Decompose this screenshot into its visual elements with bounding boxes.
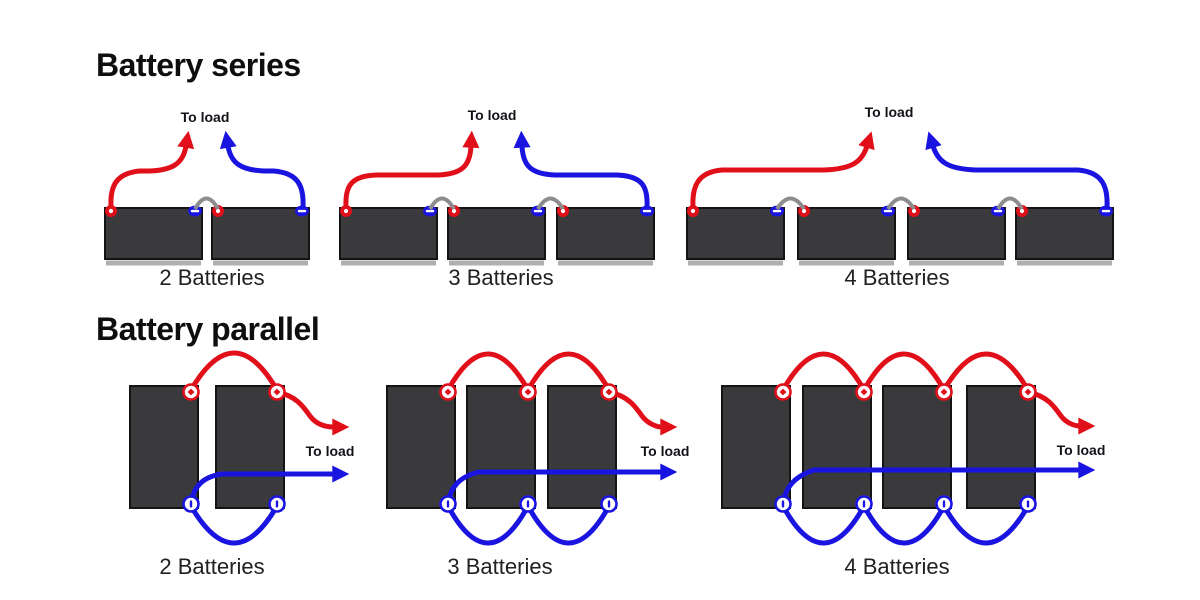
to-load-label: To load: [640, 443, 690, 459]
battery: [129, 385, 199, 509]
series-3-diagram: [339, 130, 655, 267]
diagram-caption: 3 Batteries: [447, 554, 553, 579]
battery: [966, 385, 1036, 509]
positive-wire: [108, 130, 195, 208]
positive-terminal-icon: [519, 383, 537, 401]
negative-wire: [219, 130, 306, 208]
positive-terminal-icon: [600, 383, 618, 401]
positive-wire: [690, 131, 875, 208]
jumper-wire: [996, 196, 1024, 211]
battery: [686, 204, 785, 267]
negative-link-wire: [445, 504, 531, 546]
negative-terminal-icon: [519, 495, 537, 513]
parallel-3-diagram: [386, 351, 678, 546]
series-2-diagram: [104, 130, 310, 267]
diagram-caption: 3 Batteries: [448, 265, 554, 290]
section-title-series: Battery series: [96, 47, 301, 83]
negative-link-wire: [188, 504, 280, 546]
diagram-caption: 4 Batteries: [844, 554, 950, 579]
negative-link-wire: [780, 504, 867, 546]
to-load-label: To load: [1056, 442, 1106, 458]
battery: [215, 385, 285, 509]
battery: [547, 385, 617, 509]
parallel-4-diagram: [721, 351, 1096, 546]
positive-terminal-icon: [1019, 383, 1037, 401]
positive-link-wire: [188, 350, 280, 392]
positive-terminal-icon: [935, 383, 953, 401]
diagram-caption: 2 Batteries: [159, 554, 265, 579]
to-load-label: To load: [864, 104, 914, 120]
diagram-caption: 2 Batteries: [159, 265, 265, 290]
negative-terminal-icon: [268, 495, 286, 513]
positive-terminal-icon: [182, 383, 200, 401]
positive-wire: [1027, 389, 1096, 435]
positive-link-wire: [525, 351, 612, 392]
negative-link-wire: [941, 504, 1031, 546]
negative-link-wire: [525, 504, 612, 546]
jumper-wire: [775, 196, 806, 211]
negative-terminal-icon: [182, 495, 200, 513]
battery: [447, 204, 546, 267]
battery: [802, 385, 872, 509]
positive-wire: [608, 389, 678, 436]
battery: [556, 204, 655, 267]
negative-terminal-icon: [935, 495, 953, 513]
jumper-wire: [886, 196, 916, 211]
positive-link-wire: [861, 351, 947, 392]
diagram-caption: 4 Batteries: [844, 265, 950, 290]
positive-wire: [343, 130, 480, 208]
positive-terminal-icon: [855, 383, 873, 401]
jumper-wire: [193, 196, 220, 211]
positive-terminal-icon: [268, 383, 286, 401]
negative-terminal-icon: [600, 495, 618, 513]
positive-link-wire: [941, 351, 1031, 392]
negative-terminal-icon: [774, 495, 792, 513]
negative-wire: [925, 131, 1110, 208]
battery: [211, 204, 310, 267]
battery: [721, 385, 791, 509]
negative-terminal-icon: [1019, 495, 1037, 513]
jumper-wire: [536, 196, 565, 211]
battery: [466, 385, 536, 509]
battery: [882, 385, 952, 509]
battery: [386, 385, 456, 509]
battery: [1015, 204, 1114, 267]
battery: [907, 204, 1006, 267]
battery: [797, 204, 896, 267]
section-title-parallel: Battery parallel: [96, 311, 320, 347]
negative-link-wire: [861, 504, 947, 546]
positive-link-wire: [445, 351, 531, 392]
negative-terminal-icon: [855, 495, 873, 513]
positive-terminal-icon: [774, 383, 792, 401]
battery: [104, 204, 203, 267]
series-4-diagram: [686, 131, 1114, 267]
positive-wire: [276, 389, 350, 436]
jumper-wire: [428, 196, 456, 211]
positive-link-wire: [780, 351, 867, 392]
battery: [339, 204, 438, 267]
parallel-2-diagram: [129, 350, 350, 546]
negative-terminal-icon: [439, 495, 457, 513]
to-load-label: To load: [467, 107, 517, 123]
positive-terminal-icon: [439, 383, 457, 401]
to-load-label: To load: [180, 109, 230, 125]
negative-wire: [513, 130, 650, 208]
to-load-label: To load: [305, 443, 355, 459]
